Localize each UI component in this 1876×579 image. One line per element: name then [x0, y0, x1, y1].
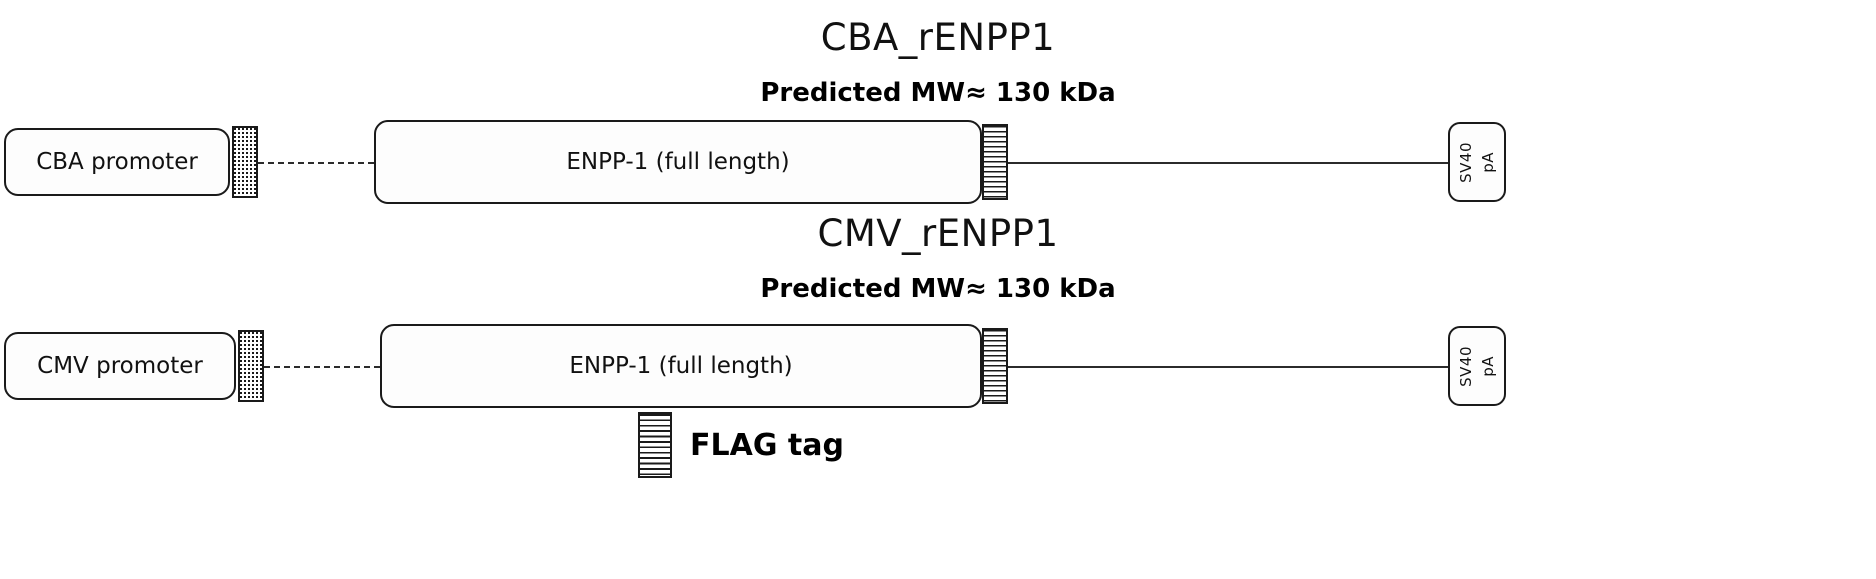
flag-tag-block-cmv — [982, 328, 1008, 404]
stipple-block-cmv — [238, 330, 264, 402]
pa-label-cba: pA — [1479, 151, 1497, 173]
construct-row-cmv: CMV promoter ENPP-1 (full length) SV40 p… — [0, 324, 1876, 408]
sv40-label-cmv: SV40 — [1457, 345, 1475, 387]
flag-tag-block-cba — [982, 124, 1008, 200]
legend-flag-tag-label: FLAG tag — [690, 427, 844, 463]
connector-dashed-left-cmv — [264, 366, 380, 368]
predicted-mw-cba: Predicted MW≈ 130 kDa — [760, 78, 1116, 108]
gene-box-cmv[interactable]: ENPP-1 (full length) — [380, 324, 982, 408]
sv40-pa-box-cba[interactable]: SV40 pA — [1448, 122, 1506, 202]
predicted-mw-cmv: Predicted MW≈ 130 kDa — [760, 274, 1116, 304]
sv40-pa-box-cmv[interactable]: SV40 pA — [1448, 326, 1506, 406]
legend-striped-swatch-icon — [638, 412, 672, 478]
promoter-box-cmv[interactable]: CMV promoter — [4, 332, 236, 400]
pa-label-cmv: pA — [1479, 355, 1497, 377]
sv40-label-cba: SV40 — [1457, 141, 1475, 183]
promoter-box-cba[interactable]: CBA promoter — [4, 128, 230, 196]
gene-box-cba[interactable]: ENPP-1 (full length) — [374, 120, 982, 204]
legend-flag-tag: FLAG tag — [638, 412, 844, 478]
construct-title-cmv: CMV_rENPP1 — [817, 212, 1059, 255]
construct-title-cba: CBA_rENPP1 — [820, 16, 1056, 59]
connector-solid-right-cba — [1008, 162, 1448, 164]
stipple-block-cba — [232, 126, 258, 198]
construct-row-cba: CBA promoter ENPP-1 (full length) SV40 p… — [0, 120, 1876, 204]
connector-solid-right-cmv — [1008, 366, 1448, 368]
connector-dashed-left-cba — [258, 162, 374, 164]
